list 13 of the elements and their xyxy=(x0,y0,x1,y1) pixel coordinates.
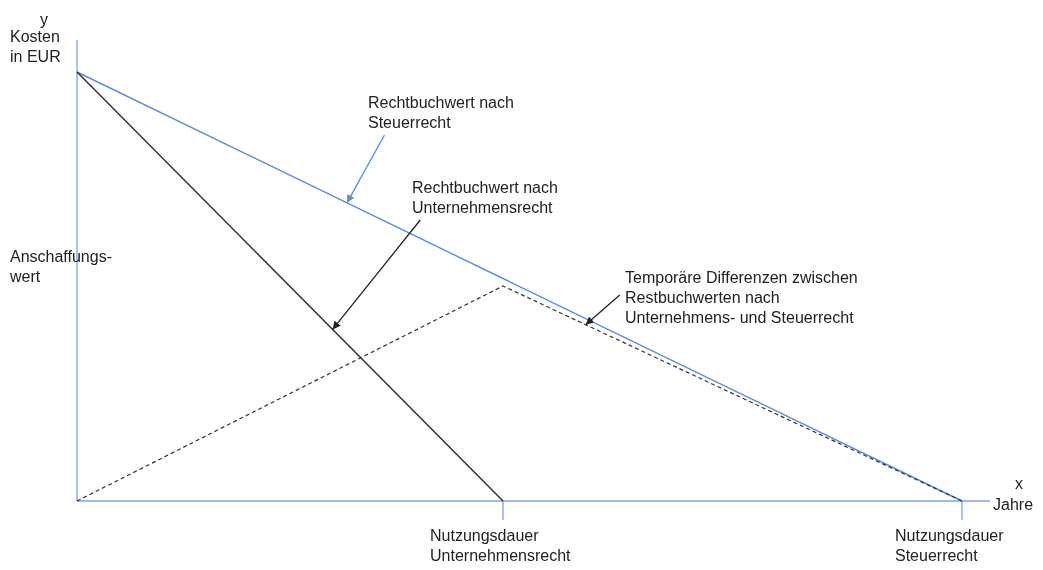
leader-arrow xyxy=(331,219,421,331)
callout-text: Temporäre Differenzen zwischen Restbuchwerten nach Unternehmens- und Steuerrecht xyxy=(625,268,887,328)
leader-arrow xyxy=(346,134,386,204)
axis-label: y xyxy=(40,10,49,30)
tick-label: Nutzungsdauer Unternehmensrecht xyxy=(430,526,572,566)
axis-label: x xyxy=(1015,474,1024,494)
callout-text: Rechtbuchwert nach Unternehmensrecht xyxy=(412,178,577,218)
axis-title: Kosten in EUR xyxy=(10,28,62,67)
leader-arrow xyxy=(584,294,621,326)
tick-label: Nutzungsdauer Steuerrecht xyxy=(895,526,1005,566)
axis-title: Jahre xyxy=(993,495,1035,515)
axis-annotation: Anschaffungs- wert xyxy=(10,247,113,287)
callout-text: Rechtbuchwert nach Steuerrecht xyxy=(368,93,533,133)
